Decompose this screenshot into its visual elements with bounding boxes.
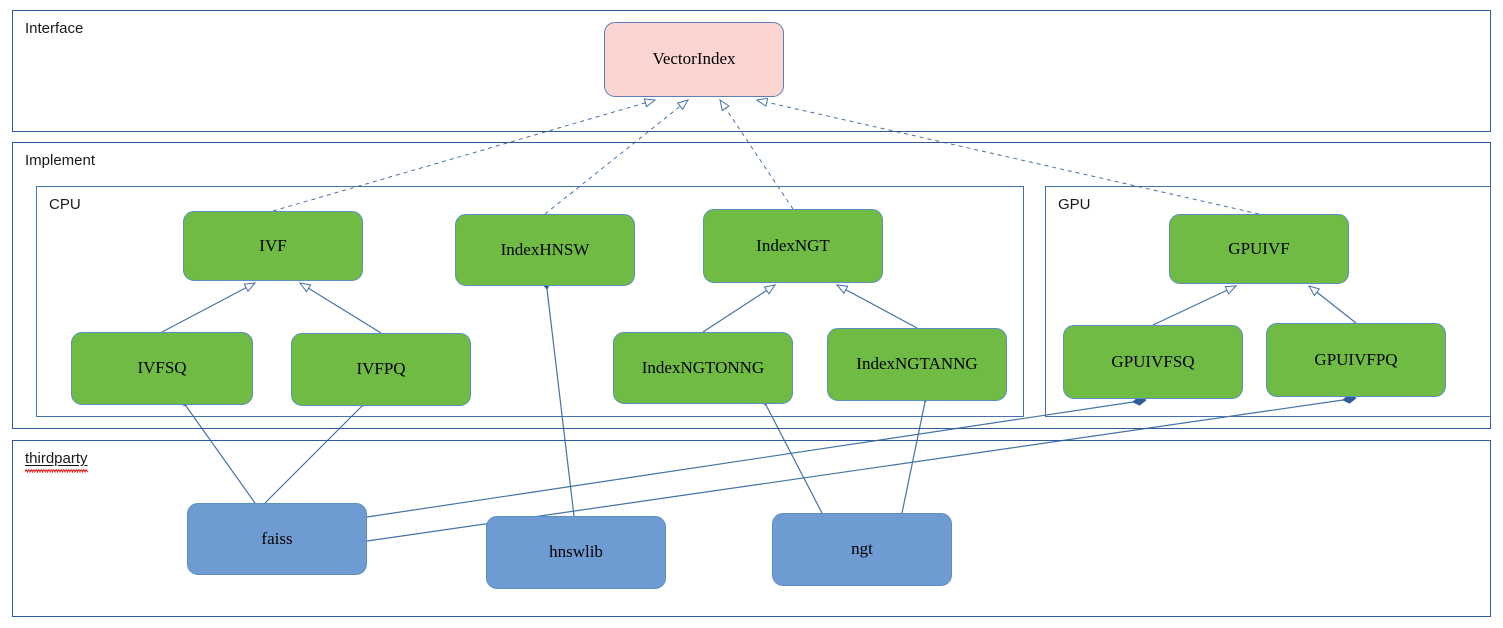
node-indexngtonng[interactable]: IndexNGTONNG <box>613 332 793 404</box>
node-indexhnsw[interactable]: IndexHNSW <box>455 214 635 286</box>
node-label-indexhnsw: IndexHNSW <box>500 239 590 259</box>
node-label-ngt: ngt <box>851 539 873 559</box>
frame-thirdparty <box>12 440 1491 617</box>
node-label-indexngt: IndexNGT <box>756 235 830 255</box>
spellcheck-squiggle-icon <box>25 469 88 473</box>
node-ivfsq[interactable]: IVFSQ <box>71 332 253 405</box>
node-label-faiss: faiss <box>261 528 293 548</box>
frame-cpu <box>36 186 1024 417</box>
node-ivfpq[interactable]: IVFPQ <box>291 333 471 406</box>
node-label-hnswlib: hnswlib <box>549 542 603 562</box>
frame-gpu <box>1045 186 1491 417</box>
node-faiss[interactable]: faiss <box>187 503 367 575</box>
node-label-ivfpq: IVFPQ <box>356 359 406 379</box>
node-hnswlib[interactable]: hnswlib <box>486 516 666 589</box>
node-gpuivfpq[interactable]: GPUIVFPQ <box>1266 323 1446 397</box>
node-label-gpuivfsq: GPUIVFSQ <box>1111 351 1195 371</box>
node-label-ivfsq: IVFSQ <box>137 358 187 378</box>
node-vectorindex[interactable]: VectorIndex <box>604 22 784 97</box>
node-gpuivfsq[interactable]: GPUIVFSQ <box>1063 325 1243 399</box>
node-label-vectorindex: VectorIndex <box>652 49 736 69</box>
node-label-ivf: IVF <box>259 235 287 255</box>
frame-interface <box>12 10 1491 132</box>
node-label-gpuivfpq: GPUIVFPQ <box>1314 349 1398 369</box>
frame-label-gpu: GPU <box>1058 196 1091 213</box>
frame-label-cpu: CPU <box>49 196 81 213</box>
node-gpuivf[interactable]: GPUIVF <box>1169 214 1349 284</box>
node-label-indexngtonng: IndexNGTONNG <box>641 357 765 377</box>
node-label-indexngtanng: IndexNGTANNG <box>856 354 978 374</box>
frame-label-implement: Implement <box>25 152 96 169</box>
node-ivf[interactable]: IVF <box>183 211 363 281</box>
frame-label-interface: Interface <box>25 20 84 37</box>
node-label-gpuivf: GPUIVF <box>1228 238 1290 258</box>
node-ngt[interactable]: ngt <box>772 513 952 586</box>
node-indexngt[interactable]: IndexNGT <box>703 209 883 283</box>
frame-label-thirdparty: thirdparty <box>25 451 88 473</box>
node-indexngtanng[interactable]: IndexNGTANNG <box>827 328 1007 401</box>
